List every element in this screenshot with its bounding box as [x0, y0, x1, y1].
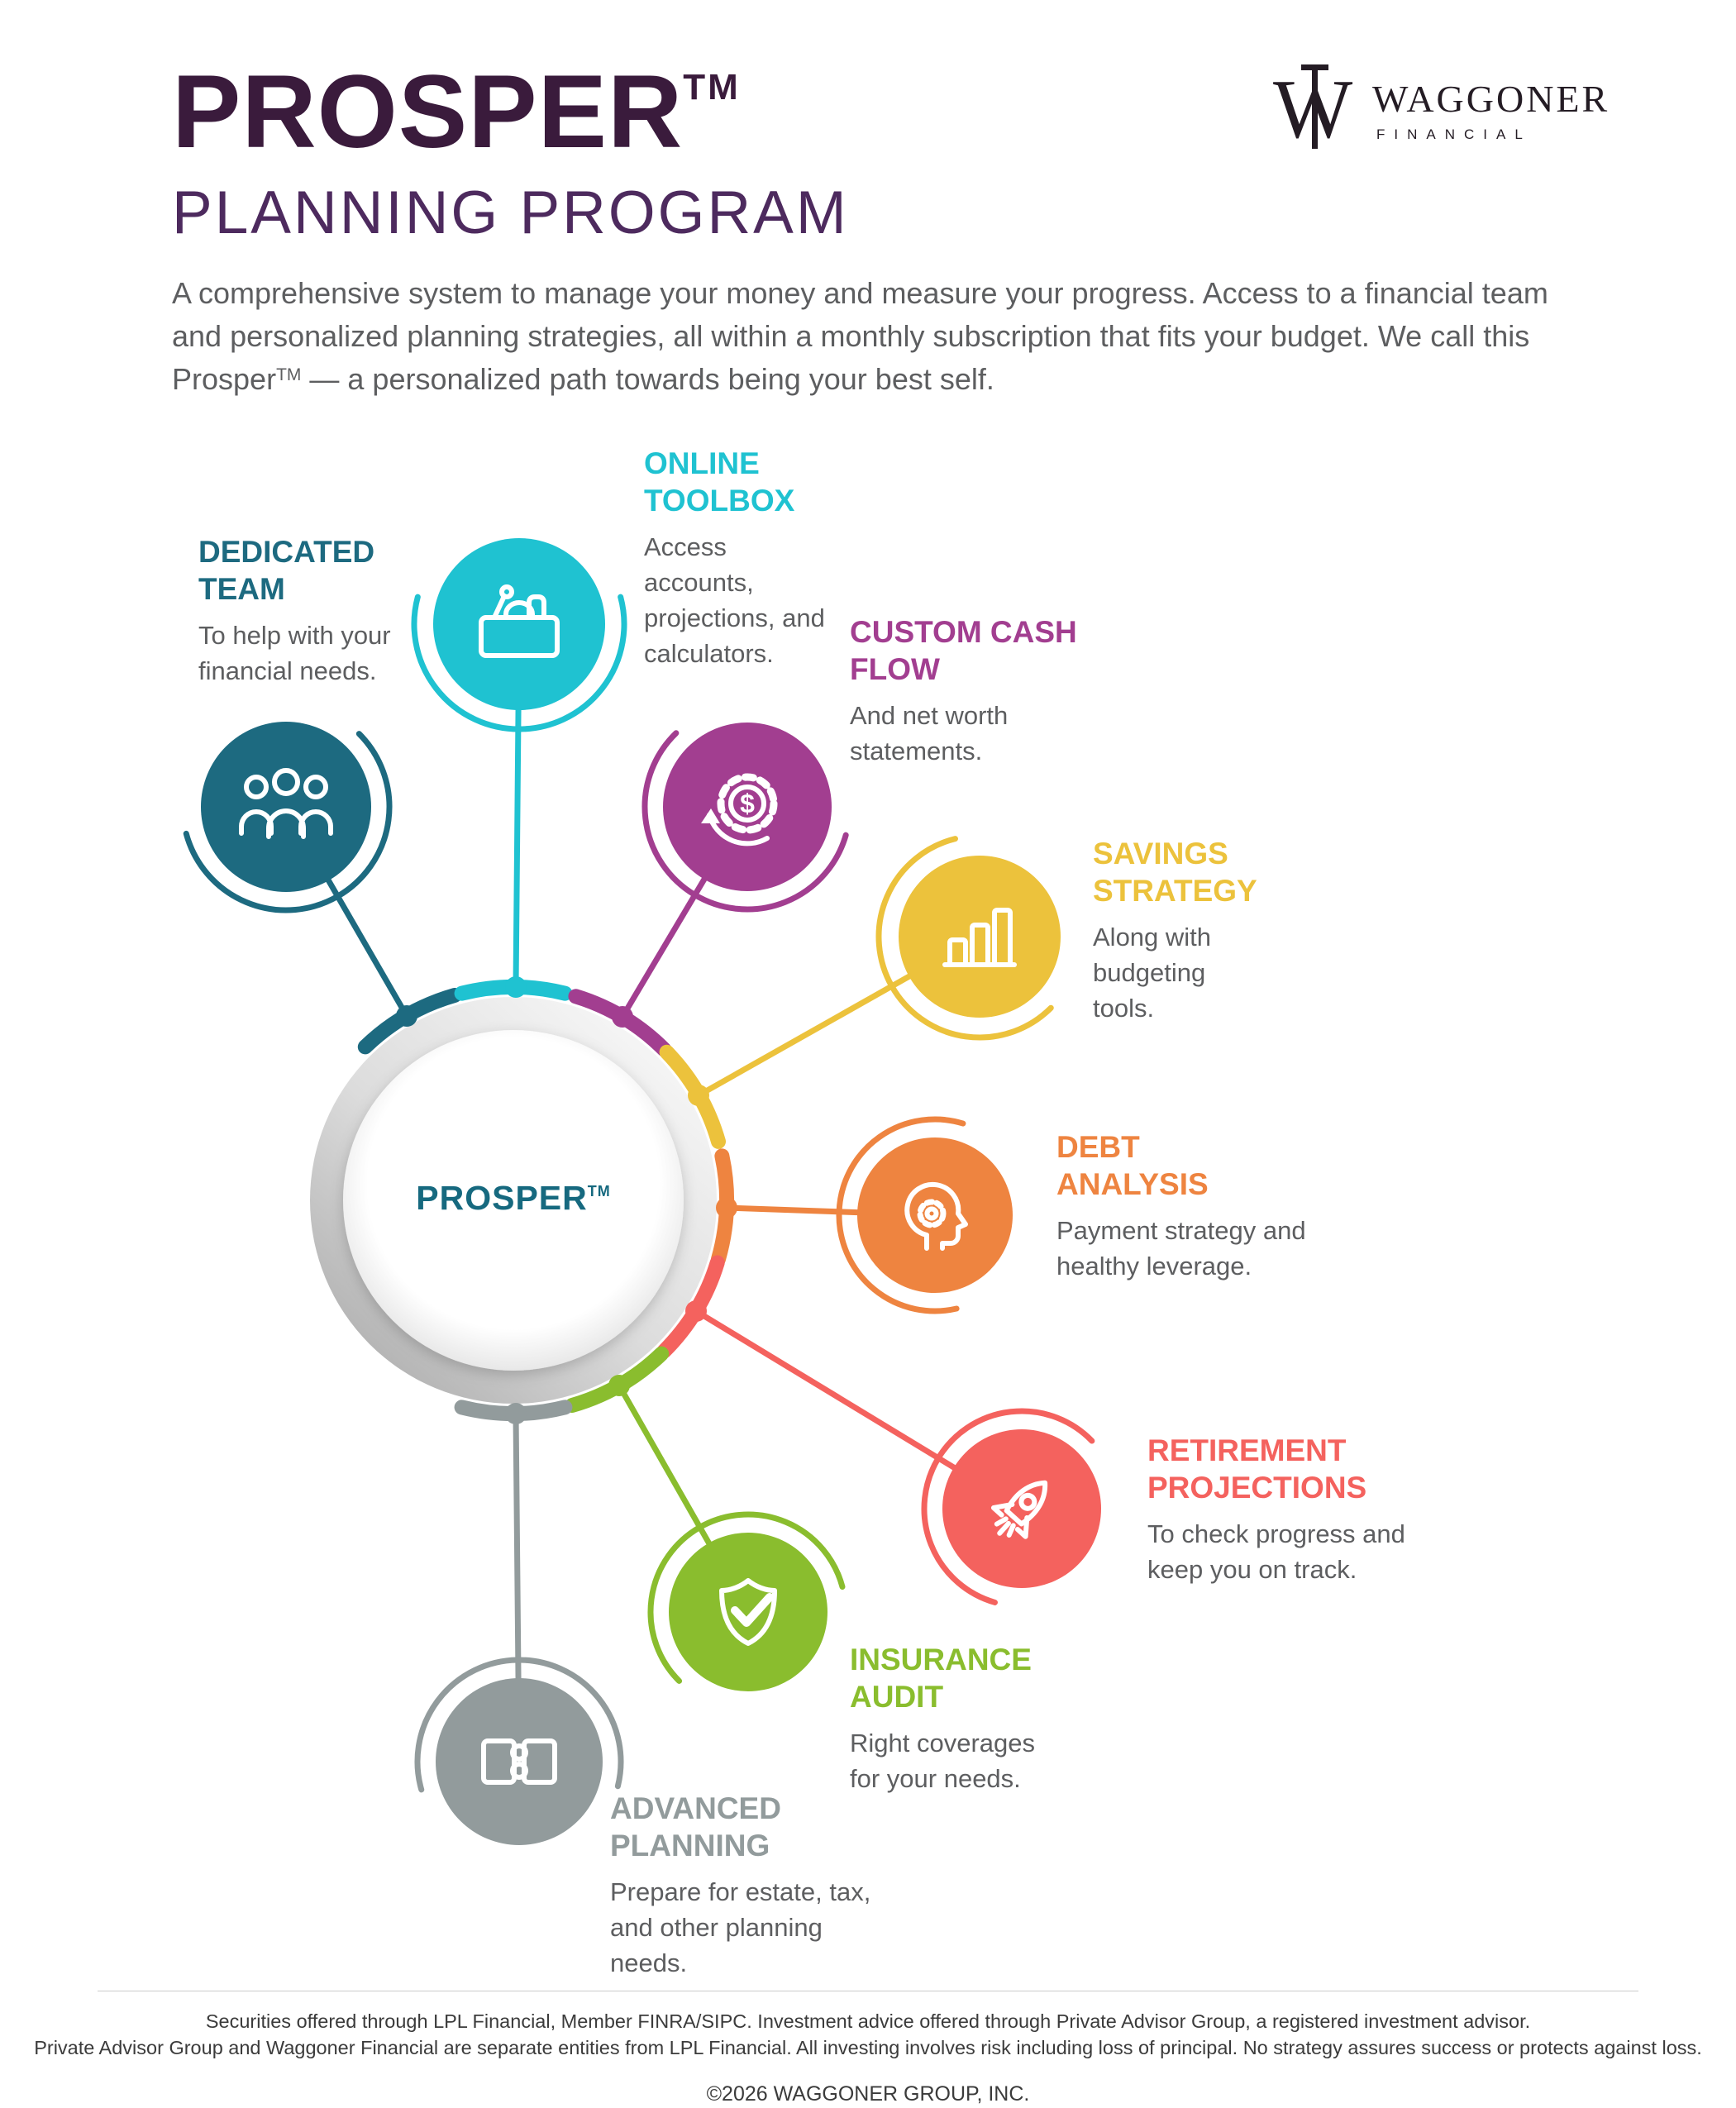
toolbox-icon: [479, 584, 560, 658]
connector-dot: [716, 1197, 737, 1219]
connector-dot: [685, 1300, 707, 1322]
node-arc: [411, 594, 627, 732]
node-description-retirement-projections: To check progress and keep you on track.: [1147, 1519, 1405, 1585]
label-custom-cash-flow: CUSTOM CASH FLOW And net worth statement…: [850, 613, 1090, 770]
logo-text: WAGGONER FINANCIAL: [1372, 77, 1610, 143]
connector-dot: [608, 1375, 630, 1396]
head-gear-icon: [904, 1181, 968, 1251]
node-arc: [921, 1408, 1095, 1605]
connector-dot: [505, 976, 527, 998]
hub-trademark: TM: [587, 1183, 611, 1199]
gear-dollar-icon: $: [701, 773, 778, 847]
node-circle: [942, 1429, 1101, 1588]
node-arc: [641, 730, 849, 913]
node-description-dedicated-team: To help with your financial needs.: [198, 621, 391, 686]
dollar-glyph: $: [740, 789, 755, 818]
logo-tagline: FINANCIAL: [1376, 126, 1532, 142]
node-title-retirement-projections: RETIREMENT PROJECTIONS: [1147, 1433, 1367, 1505]
connector-dot: [612, 1006, 633, 1028]
node-circle: [433, 538, 605, 710]
node-description-savings-strategy: Along with budgeting tools.: [1093, 923, 1212, 1023]
disclaimer-line-1: Securities offered through LPL Financial…: [205, 2010, 1531, 2032]
node-graphic-custom-cash-flow: $: [612, 723, 849, 1028]
node-graphic-dedicated-team: [183, 722, 417, 1027]
node-graphic-insurance-audit: [608, 1375, 846, 1691]
node-graphic-savings-strategy: [688, 836, 1061, 1106]
node-description-advanced-planning: Prepare for estate, tax, and other plann…: [610, 1877, 871, 1977]
intro-paragraph: A comprehensive system to manage your mo…: [172, 272, 1602, 402]
node-title-dedicated-team: DEDICATED TEAM: [198, 535, 375, 607]
puzzle-icon: [481, 1738, 557, 1785]
page-title: PROSPERTM: [172, 60, 1627, 165]
label-debt-analysis: DEBT ANALYSIS Payment strategy and healt…: [1056, 1128, 1306, 1285]
node-arc: [836, 1116, 966, 1314]
connector-dot: [396, 1005, 417, 1027]
hub-label: PROSPERTM: [348, 1179, 679, 1218]
logo-name: WAGGONER: [1372, 78, 1610, 120]
node-arc: [875, 836, 1054, 1041]
people-icon: [239, 768, 333, 839]
label-online-toolbox: ONLINE TOOLBOX Access accounts, projecti…: [644, 445, 842, 671]
node-circle: [899, 856, 1061, 1018]
node-description-debt-analysis: Payment strategy and healthy leverage.: [1056, 1216, 1306, 1281]
hub: [310, 979, 734, 1422]
page-subtitle: PLANNING PROGRAM: [172, 179, 849, 246]
logo-monogram-icon: W: [1273, 63, 1361, 157]
disclaimer-line-2: Private Advisor Group and Waggoner Finan…: [34, 2037, 1702, 2059]
title-text: PROSPER: [172, 55, 684, 169]
shield-check-icon: [719, 1578, 777, 1646]
node-graphic-online-toolbox: [411, 538, 627, 998]
node-circle: [201, 722, 371, 892]
rocket-icon: [990, 1480, 1048, 1539]
node-description-online-toolbox: Access accounts, projections, and calcul…: [644, 532, 825, 668]
node-graphic-retirement-projections: [685, 1300, 1101, 1605]
node-description-custom-cash-flow: And net worth statements.: [850, 701, 1009, 766]
node-circle: [436, 1678, 603, 1845]
label-insurance-audit: INSURANCE AUDIT Right coverages for your…: [850, 1641, 1048, 1797]
label-savings-strategy: SAVINGS STRATEGY Along with budgeting to…: [1093, 835, 1271, 1027]
title-trademark: TM: [683, 67, 741, 107]
label-advanced-planning: ADVANCED PLANNING Prepare for estate, ta…: [610, 1790, 870, 1982]
hub-inner-circle: [343, 1030, 684, 1371]
node-title-debt-analysis: DEBT ANALYSIS: [1056, 1130, 1209, 1202]
bar-chart-icon: [942, 908, 1017, 967]
node-arc: [414, 1657, 624, 1793]
node-arc: [183, 731, 393, 913]
intro-part2: — a personalized path towards being your…: [301, 361, 994, 396]
intro-part1: A comprehensive system to manage your mo…: [172, 275, 1548, 396]
intro-trademark: TM: [276, 365, 302, 384]
header: PROSPERTM PLANNING PROGRAM A comprehensi…: [172, 60, 1627, 401]
hub-label-text: PROSPER: [416, 1179, 588, 1217]
connector-dot: [505, 1403, 527, 1424]
waggoner-logo: W WAGGONER FINANCIAL: [1273, 63, 1610, 157]
node-title-online-toolbox: ONLINE TOOLBOX: [644, 446, 795, 518]
footer: Securities offered through LPL Financial…: [0, 1991, 1736, 2106]
logo-monogram-letter: W: [1273, 63, 1353, 156]
node-description-insurance-audit: Right coverages for your needs.: [850, 1729, 1036, 1794]
logo-bar-shape: [1301, 64, 1328, 149]
copyright: ©2026 WAGGONER GROUP, INC.: [706, 2082, 1030, 2106]
node-title-savings-strategy: SAVINGS STRATEGY: [1093, 837, 1257, 909]
node-arc: [647, 1511, 846, 1684]
node-circle: [669, 1533, 827, 1691]
node-graphic-debt-analysis: [716, 1116, 1013, 1314]
label-dedicated-team: DEDICATED TEAM To help with your financi…: [198, 533, 405, 689]
node-title-advanced-planning: ADVANCED PLANNING: [610, 1791, 781, 1863]
label-retirement-projections: RETIREMENT PROJECTIONS To check progress…: [1147, 1432, 1405, 1588]
connector-dot: [688, 1085, 709, 1106]
node-graphic-advanced-planning: [414, 1403, 624, 1845]
node-title-insurance-audit: INSURANCE AUDIT: [850, 1643, 1032, 1715]
node-circle: [663, 723, 832, 891]
node-title-custom-cash-flow: CUSTOM CASH FLOW: [850, 615, 1077, 687]
